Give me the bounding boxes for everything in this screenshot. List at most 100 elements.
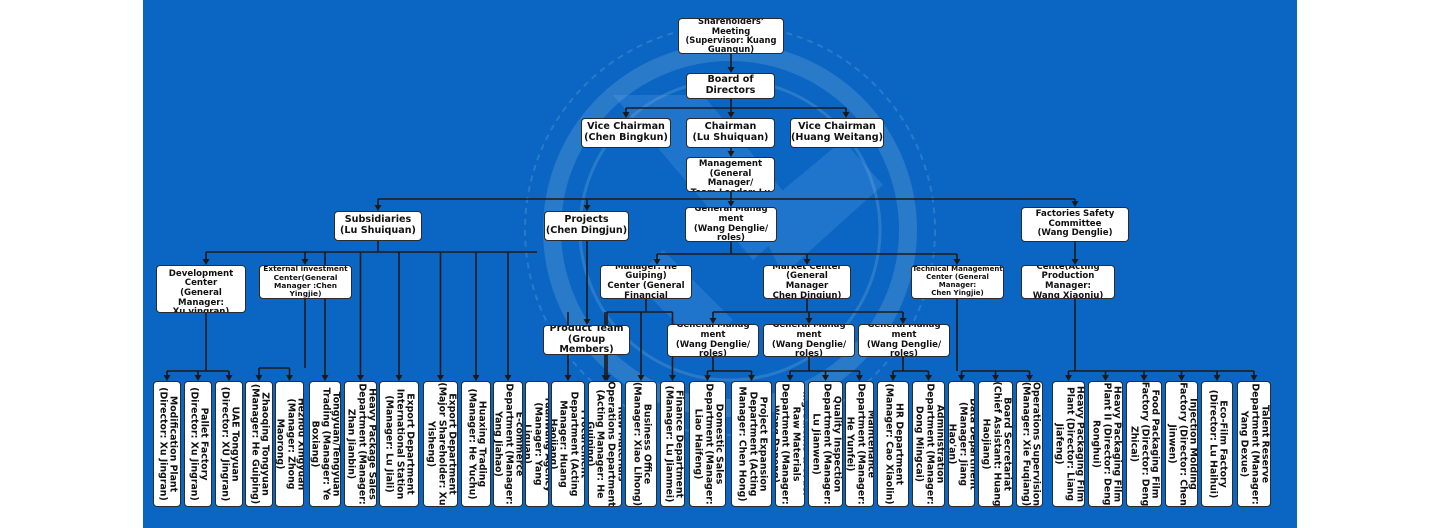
department-box: Business Office (Manager: Xiao Lihong)	[625, 381, 657, 507]
department-box: HR Department (Manager: Cao Xiaolin)	[877, 381, 909, 507]
vice-chairman-left-label: Vice Chairman (Chen Bingkun)	[584, 121, 668, 143]
department-box: UAE Tongyuan (Director: XU Jingran)	[215, 381, 243, 507]
department-label: Zhaoqing Tongyuan (Manager: He Guiping)	[249, 383, 271, 505]
general-management-b-box: General Manag ment (Wang Denglie/ roles)	[763, 324, 855, 357]
shareholders-meeting-box: Shareholders’ Meeting (Supervisor: Kuang…	[678, 18, 784, 54]
department-box: Injection Molding Factory (Director: Che…	[1165, 381, 1198, 507]
department-box: Talent Reserve Department (Manager: Yang…	[1237, 381, 1271, 507]
product-team-box: Product Team (Group Members)	[543, 325, 630, 355]
department-box: E-commerce Department (Manager: Yang Jia…	[493, 381, 523, 507]
production-center-box: Cente(Acting Production Manager: Wang Xi…	[1021, 265, 1115, 299]
technical-management-center-label: Technical Management Center (General Man…	[912, 265, 1003, 297]
general-management-b-label: General Manag ment (Wang Denglie/ roles)	[771, 324, 847, 357]
department-label: Export Department International Station …	[383, 388, 416, 500]
factories-safety-committee-box: Factories Safety Committee (Wang Denglie…	[1021, 207, 1129, 242]
vice-chairman-left-box: Vice Chairman (Chen Bingkun)	[581, 118, 671, 148]
department-box: Heavy Packaging Film Plant (Director: Li…	[1052, 381, 1085, 507]
department-box: Pallet Factory (Director: Xu Jingran)	[184, 381, 212, 507]
department-box: Operations Supervision (Manager: Xie Fuq…	[1016, 381, 1043, 507]
department-box: Export Department International Station …	[379, 381, 419, 507]
department-label: Yuanwang Agency (Manager: Yang Liquan)	[525, 395, 549, 493]
technical-management-center-box: Technical Management Center (General Man…	[911, 265, 1004, 299]
department-label: Ingredients & Order Raw Materials Depart…	[775, 383, 805, 505]
department-box: Ingredients & Order Raw Materials Depart…	[775, 381, 805, 507]
vice-chairman-right-label: Vice Chairman (Huang Weitang)	[791, 121, 883, 143]
department-label: Data Department (Manager: Jiang Hao'an)	[948, 398, 975, 490]
department-label: Eco-Film Factory (Director: Lu Haihui)	[1207, 389, 1229, 499]
external-investment-center-box: External investment Center(General Manag…	[259, 265, 352, 299]
chairman-box: Chairman (Lu Shuiquan)	[686, 118, 775, 148]
department-box: Maintenance Department (Manager: He Yunf…	[845, 381, 874, 507]
department-box: Eco-Film Factory (Director: Lu Haihui)	[1201, 381, 1233, 507]
department-label: Project Expansion Department (Acting Man…	[736, 386, 769, 502]
continuous-development-center-label: Cont inuous Development Center (General …	[168, 266, 234, 313]
department-box: Project Expansion Department (Acting Man…	[731, 381, 772, 507]
department-label: Hezhou Xingyuan (Manager: Zhong Maorong)	[275, 397, 304, 491]
department-label: Food Packaging Film Factory (Director: D…	[1128, 381, 1161, 507]
product-team-label: Product Team (Group Members)	[549, 325, 624, 355]
department-label: Raw Materials Operations Department (Act…	[588, 381, 622, 507]
projects-box: Projects (Chen Dingjun)	[544, 211, 629, 241]
department-label: Finance Department (Manager: Lu Jianmei)	[662, 385, 684, 503]
department-label: Operations Supervision (Manager: Xie Fuq…	[1019, 381, 1041, 507]
department-box: Administration Department (Manager: Dong…	[912, 381, 945, 507]
department-label: Tongyuan/Tengyuan Trading (Manager: Ye B…	[309, 387, 341, 501]
general-management-a-label: General Manag ment (Wang Denglie/ roles)	[675, 324, 751, 357]
department-label: Huaxing Trading (Manager: He Yuchu)	[466, 388, 488, 500]
shareholders-meeting-label: Shareholders’ Meeting (Supervisor: Kuang…	[685, 18, 777, 54]
market-center-box: Market Center (General Manager Chen Ding…	[763, 265, 851, 299]
general-management-c-label: General Manag ment (Wang Denglie/ roles)	[866, 324, 942, 357]
department-box: Modification Plant (Director: Xu Jingran…	[153, 381, 181, 507]
department-label: Maintenance Department (Manager: He Yunf…	[845, 383, 874, 505]
production-center-label: Cente(Acting Production Manager: Wang Xi…	[1032, 265, 1104, 299]
department-label: Heavy Package Sales Department (Manager:…	[345, 383, 377, 505]
general-management-box: General Manag ment (Wang Denglie/ roles)	[685, 207, 777, 242]
department-label: Heavy Packaging Film Plant (Director: Li…	[1053, 385, 1085, 503]
department-label: Domestic Sales Department (Manager: Liao…	[692, 383, 725, 505]
general-management-c-box: General Manag ment (Wang Denglie/ roles)	[858, 324, 950, 357]
projects-label: Projects (Chen Dingjun)	[545, 214, 628, 236]
subsidiaries-box: Subsidiaries (Lu Shuiquan)	[334, 211, 422, 241]
department-label: Quality Inspection Department (Manager: …	[810, 383, 843, 505]
continuous-development-center-box: Cont inuous Development Center (General …	[156, 265, 246, 313]
department-label: Heavy Packaging Film Plant II (Director:…	[1090, 382, 1123, 506]
department-label: E-commerce Department (Manager: Yang Jia…	[493, 383, 523, 505]
chairman-label: Chairman (Lu Shuiquan)	[692, 121, 769, 143]
department-box: Heavy Package Sales Department (Manager:…	[344, 381, 377, 507]
vice-chairman-right-box: Vice Chairman (Huang Weitang)	[790, 118, 884, 148]
department-box: Heavy Packaging Film Plant II (Director:…	[1088, 381, 1123, 507]
department-box: Domestic Sales Department (Manager: Liao…	[689, 381, 726, 507]
general-management-label: General Manag ment (Wang Denglie/ roles)	[693, 207, 769, 242]
department-label: Modification Plant (Director: Xu Jingran…	[157, 387, 179, 501]
department-label: Pallet Factory (Director: Xu Jingran)	[188, 387, 210, 501]
factories-safety-committee-label: Factories Safety Committee (Wang Denglie…	[1035, 209, 1115, 239]
market-center-label: Market Center (General Manager Chen Ding…	[772, 265, 842, 299]
department-box: Hezhou Xingyuan (Manager: Zhong Maorong)	[275, 381, 304, 507]
department-label: Business Office (Manager: Xiao Lihong)	[631, 381, 653, 507]
external-investment-center-label: External investment Center(General Manag…	[263, 265, 348, 299]
department-box: Quality Inspection Department (Manager: …	[808, 381, 843, 507]
department-label: UAE Tongyuan (Director: XU Jingran)	[219, 386, 241, 502]
department-box: Raw Materials Operations Department (Act…	[588, 381, 622, 507]
department-box: Data Department (Manager: Jiang Hao'an)	[948, 381, 975, 507]
senior-management-box: Senior Management (General Manager/ Team…	[686, 157, 775, 192]
department-box: Finance Department (Manager: Lu Jianmei)	[660, 381, 685, 507]
department-label: Talent Reserve Department (Manager: Yang…	[1238, 383, 1271, 505]
department-label: HR Department (Manager: Cao Xiaolin)	[883, 383, 905, 505]
board-of-directors-label: Board of Directors	[705, 74, 756, 96]
department-label: Procurement Department (Acting Manager: …	[551, 391, 585, 497]
financial-center-box: Manager: He Guiping) Center (General Fin…	[600, 265, 692, 299]
department-label: Board Secretariat (Chief Assistant: Huan…	[980, 381, 1013, 507]
department-label: Export Department (Major Shareholder: Xu…	[425, 382, 458, 506]
department-label: Administration Department (Manager: Dong…	[913, 383, 945, 505]
board-of-directors-box: Board of Directors	[686, 73, 775, 99]
general-management-a-box: General Manag ment (Wang Denglie/ roles)	[667, 324, 759, 357]
department-box: Tongyuan/Tengyuan Trading (Manager: Ye B…	[309, 381, 341, 507]
department-box: Zhaoqing Tongyuan (Manager: He Guiping)	[245, 381, 273, 507]
senior-management-label: Senior Management (General Manager/ Team…	[691, 158, 771, 191]
department-box: Yuanwang Agency (Manager: Yang Liquan)	[525, 381, 549, 507]
department-box: Export Department (Major Shareholder: Xu…	[423, 381, 458, 507]
subsidiaries-label: Subsidiaries (Lu Shuiquan)	[340, 214, 416, 236]
department-box: Board Secretariat (Chief Assistant: Huan…	[978, 381, 1013, 507]
department-box: Huaxing Trading (Manager: He Yuchu)	[461, 381, 491, 507]
